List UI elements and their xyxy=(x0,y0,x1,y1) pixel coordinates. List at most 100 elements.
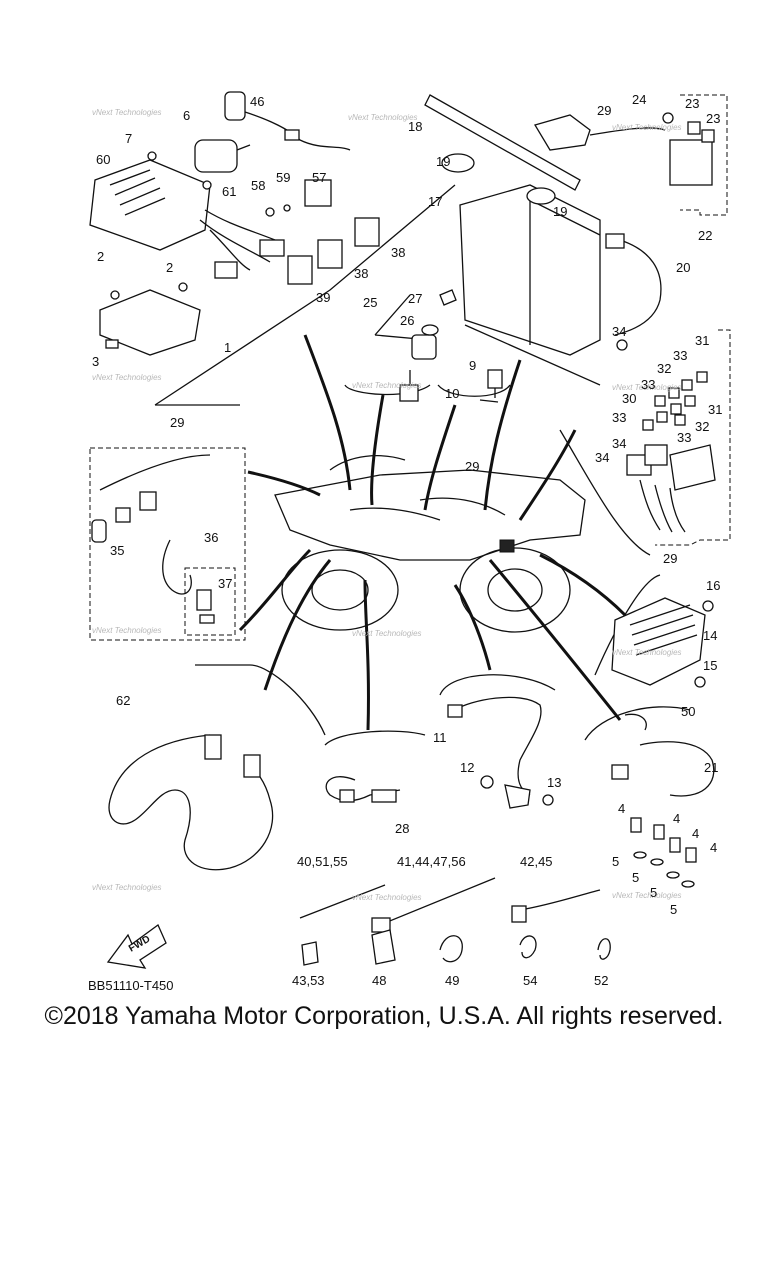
callout: 32 xyxy=(657,361,671,376)
relay-part-39 xyxy=(287,255,313,285)
band-head-41 xyxy=(371,917,391,933)
callout: 57 xyxy=(312,170,326,185)
part-37 xyxy=(196,589,212,611)
connector xyxy=(214,261,238,279)
wire xyxy=(589,127,666,136)
terminal xyxy=(605,233,625,249)
fuses-part-30-33 xyxy=(642,371,708,431)
callout: 33 xyxy=(677,430,691,445)
connector-62b xyxy=(243,754,261,778)
group-boundary-top-right xyxy=(464,324,601,386)
nut-part-26 xyxy=(421,324,439,336)
part-35b xyxy=(115,507,131,523)
callout: 12 xyxy=(460,760,474,775)
callout: 25 xyxy=(363,295,377,310)
washers-part-5 xyxy=(633,851,695,888)
nut-part-24 xyxy=(662,112,674,124)
callout: 29 xyxy=(170,415,184,430)
svg-text:vNext Technologies: vNext Technologies xyxy=(352,893,422,902)
sensor-part-28 xyxy=(325,776,401,802)
callout: 38 xyxy=(391,245,405,260)
boundary-11 xyxy=(439,674,556,696)
relay-part-38 xyxy=(354,217,380,247)
callout: 4 xyxy=(673,811,680,826)
fender-line xyxy=(99,454,211,491)
svg-text:vNext Technologies: vNext Technologies xyxy=(352,381,422,390)
fuse-part-23b xyxy=(701,129,715,143)
callout: 15 xyxy=(703,658,717,673)
connector-11 xyxy=(447,704,463,718)
connector-28 xyxy=(339,789,355,803)
callout: 30 xyxy=(622,391,636,406)
boundary-28 xyxy=(324,730,426,746)
callout: 2 xyxy=(97,249,104,264)
svg-text:vNext Technologies: vNext Technologies xyxy=(612,383,682,392)
battery-strap-part-18 xyxy=(424,94,581,191)
boundary-25 xyxy=(344,384,431,396)
diagram-svg: FWD BB51110-T450 vNext Technologies vNex… xyxy=(88,91,731,993)
callout: 23 xyxy=(685,96,699,111)
callout: 59 xyxy=(276,170,290,185)
callout: 46 xyxy=(250,94,264,109)
senders-part-4 xyxy=(630,817,697,863)
ecu-part-60 xyxy=(89,159,211,251)
parts-diagram: FWD BB51110-T450 vNext Technologies vNex… xyxy=(88,91,731,993)
svg-text:vNext Technologies: vNext Technologies xyxy=(92,626,162,635)
callout: 31 xyxy=(708,402,722,417)
callout: 18 xyxy=(408,119,422,134)
callout: 32 xyxy=(695,419,709,434)
callout: 34 xyxy=(612,324,626,339)
callout: 33 xyxy=(641,377,655,392)
callout: 5 xyxy=(612,854,619,869)
callout: 33 xyxy=(612,410,626,425)
callout: 6 xyxy=(183,108,190,123)
sensor-28-body xyxy=(371,789,397,803)
key-part-27 xyxy=(439,289,457,306)
part-37b xyxy=(199,614,215,624)
bolt-part-2 xyxy=(110,290,120,300)
bolt-part-2b xyxy=(178,282,188,292)
copyright-notice: ©2018 Yamaha Motor Corporation, U.S.A. A… xyxy=(44,1002,724,1030)
callout: 29 xyxy=(597,103,611,118)
battery-lead-part-20 xyxy=(614,239,662,336)
callout: 29 xyxy=(663,551,677,566)
callout: 21 xyxy=(704,760,718,775)
callout: 48 xyxy=(372,973,386,988)
relay-part-57 xyxy=(304,179,332,207)
clip-part-43 xyxy=(301,941,319,966)
callout: 1 xyxy=(224,340,231,355)
callout: 42,45 xyxy=(520,854,553,869)
bolt-part-13 xyxy=(542,794,554,806)
band-part-41 xyxy=(379,877,496,926)
callout: 4 xyxy=(618,801,625,816)
group-box-29-left xyxy=(89,447,246,641)
boundary-9 xyxy=(437,384,511,397)
bolt-part-15 xyxy=(694,676,706,688)
ecu-harness xyxy=(199,209,276,271)
starter-relay-part-22 xyxy=(669,139,713,186)
module-part-1 xyxy=(99,289,201,356)
callout: 60 xyxy=(96,152,110,167)
svg-text:vNext Technologies: vNext Technologies xyxy=(92,108,162,117)
callout: 4 xyxy=(692,826,699,841)
battery-part-17 xyxy=(459,184,601,356)
relay-part-38b xyxy=(317,239,343,269)
spark-cap-part-46 xyxy=(224,91,351,151)
callout: 34 xyxy=(595,450,609,465)
callout: 7 xyxy=(125,131,132,146)
callout: 41,44,47,56 xyxy=(397,854,466,869)
callout: 37 xyxy=(218,576,232,591)
part-3 xyxy=(105,339,119,349)
group-box-36 xyxy=(184,567,236,636)
connector-part xyxy=(139,491,157,511)
group-boundary-top-left xyxy=(154,184,456,406)
wire-36 xyxy=(162,539,192,595)
callout: 22 xyxy=(698,228,712,243)
bolt-part-34 xyxy=(616,339,628,351)
callout: 2 xyxy=(166,260,173,275)
callout: 19 xyxy=(553,204,567,219)
callout: 54 xyxy=(523,973,537,988)
callout: 3 xyxy=(92,354,99,369)
svg-text:vNext Technologies: vNext Technologies xyxy=(612,891,682,900)
cover-part-29 xyxy=(534,114,591,151)
